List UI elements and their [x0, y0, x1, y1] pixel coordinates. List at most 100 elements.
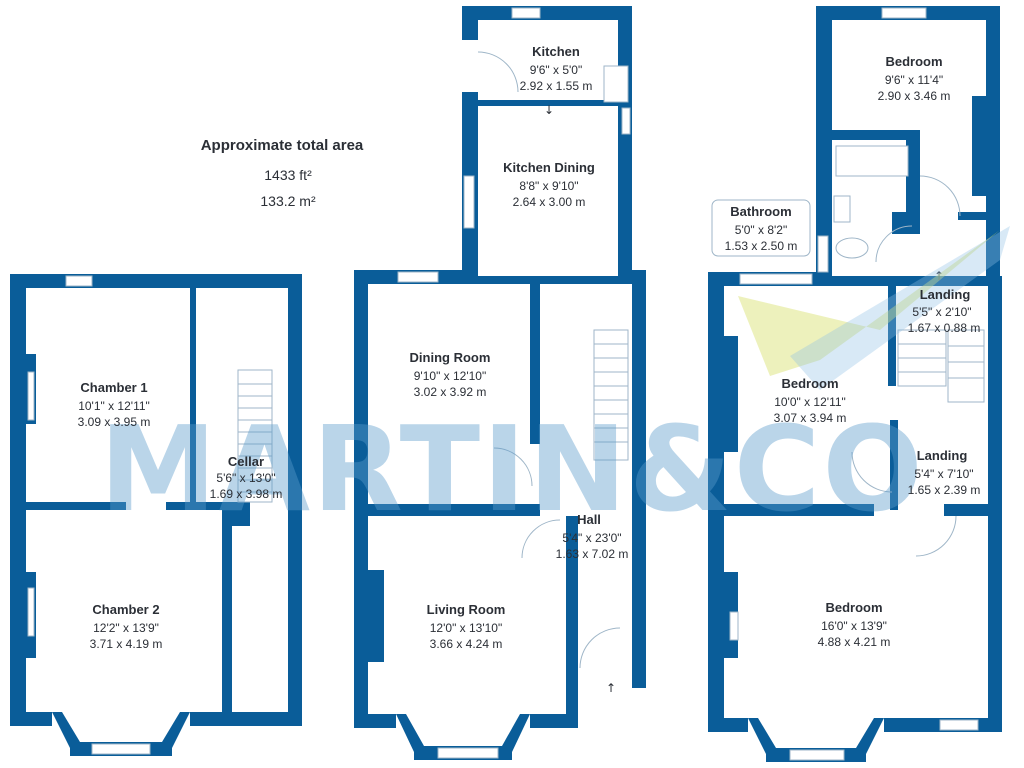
wall — [708, 718, 748, 732]
total-area-ft: 1433 ft² — [264, 167, 312, 183]
wall — [988, 276, 1002, 732]
wall — [724, 504, 874, 516]
first-floor: ↑ — [708, 6, 1010, 762]
wall — [10, 274, 302, 288]
room-label-kitchen-dining: Kitchen Dining 8'8" x 9'10" 2.64 x 3.00 … — [503, 160, 595, 209]
wall — [888, 286, 896, 386]
svg-text:5'0" x 8'2": 5'0" x 8'2" — [735, 223, 787, 237]
svg-text:Bedroom: Bedroom — [781, 376, 838, 391]
svg-text:Chamber 2: Chamber 2 — [92, 602, 159, 617]
window — [463, 175, 475, 229]
wall — [724, 336, 738, 452]
wall — [462, 40, 484, 92]
svg-text:5'5" x 2'10": 5'5" x 2'10" — [912, 305, 971, 319]
svg-text:1.53 x 2.50 m: 1.53 x 2.50 m — [725, 239, 798, 253]
wall — [832, 130, 920, 140]
wall — [892, 212, 920, 234]
door-arc — [875, 225, 913, 263]
arrow-up-icon: ↑ — [934, 269, 944, 283]
svg-text:12'2" x 13'9": 12'2" x 13'9" — [93, 621, 159, 635]
svg-text:4.88 x 4.21 m: 4.88 x 4.21 m — [818, 635, 891, 649]
svg-text:12'0" x 13'10": 12'0" x 13'10" — [430, 621, 503, 635]
door-arc — [493, 447, 533, 487]
svg-text:1.67 x 0.88 m: 1.67 x 0.88 m — [908, 321, 981, 335]
wall — [958, 212, 986, 220]
room-label-dining-room: Dining Room 9'10" x 12'10" 3.02 x 3.92 m — [410, 350, 491, 399]
room-label-cellar: Cellar 5'6" x 13'0" 1.69 x 3.98 m — [210, 454, 283, 501]
wall — [972, 96, 988, 196]
svg-text:3.09 x 3.95 m: 3.09 x 3.95 m — [78, 415, 151, 429]
svg-text:9'6" x 11'4": 9'6" x 11'4" — [885, 73, 943, 87]
wall — [478, 100, 618, 106]
svg-text:1.63 x 7.02 m: 1.63 x 7.02 m — [556, 547, 629, 561]
staircase — [237, 369, 273, 503]
svg-text:Kitchen: Kitchen — [532, 44, 580, 59]
window — [397, 271, 439, 283]
wall — [632, 270, 646, 688]
svg-text:Kitchen Dining: Kitchen Dining — [503, 160, 595, 175]
door-arc — [851, 451, 893, 493]
room-label-kitchen: Kitchen 9'6" x 5'0" 2.92 x 1.55 m — [520, 44, 593, 93]
wall — [890, 420, 898, 510]
wall — [190, 712, 302, 726]
svg-text:9'6" x 5'0": 9'6" x 5'0" — [530, 63, 582, 77]
room-label-landing-upper: Landing 5'5" x 2'10" 1.67 x 0.88 m — [908, 287, 981, 335]
wall — [354, 270, 368, 728]
wall — [190, 288, 196, 502]
room-label-bathroom: Bathroom 5'0" x 8'2" 1.53 x 2.50 m — [711, 199, 811, 257]
basement-floor — [10, 274, 302, 756]
wall — [368, 504, 540, 516]
wall — [530, 284, 540, 444]
wall — [354, 714, 396, 728]
window — [939, 719, 979, 731]
wall — [986, 6, 1000, 284]
bay-wall — [856, 718, 884, 754]
svg-text:1.65 x 2.39 m: 1.65 x 2.39 m — [908, 483, 981, 497]
bay-wall — [502, 714, 530, 752]
svg-text:10'1" x 12'11": 10'1" x 12'11" — [78, 399, 150, 413]
wall — [166, 502, 222, 510]
toilet-icon — [835, 237, 869, 259]
door-arc — [579, 627, 621, 669]
window — [27, 587, 35, 637]
bay-wall — [52, 712, 80, 748]
window — [621, 107, 631, 135]
fireplace — [729, 611, 739, 641]
ground-floor: ↑ ↓ — [354, 6, 646, 760]
window — [817, 235, 829, 273]
svg-text:Landing: Landing — [920, 287, 971, 302]
bay-wall — [162, 712, 190, 748]
door-arc — [521, 519, 561, 559]
window — [437, 747, 499, 759]
bath-icon — [835, 145, 909, 177]
svg-text:5'6" x 13'0": 5'6" x 13'0" — [216, 471, 275, 485]
wall — [478, 276, 632, 284]
wall — [818, 276, 988, 286]
door-arc — [919, 175, 961, 217]
svg-text:Bathroom: Bathroom — [730, 204, 791, 219]
svg-text:1.69 x 3.98 m: 1.69 x 3.98 m — [210, 487, 283, 501]
svg-text:8'8" x 9'10": 8'8" x 9'10" — [519, 179, 578, 193]
basin-icon — [833, 195, 851, 223]
wall — [10, 274, 26, 712]
svg-text:Cellar: Cellar — [228, 454, 264, 469]
svg-text:5'4" x 23'0": 5'4" x 23'0" — [562, 531, 621, 545]
room-label-hall: Hall 5'4" x 23'0" 1.63 x 7.02 m — [556, 512, 629, 561]
svg-text:2.64 x 3.00 m: 2.64 x 3.00 m — [513, 195, 586, 209]
room-label-chamber-2: Chamber 2 12'2" x 13'9" 3.71 x 4.19 m — [90, 602, 163, 651]
svg-text:Living Room: Living Room — [427, 602, 506, 617]
svg-text:2.92 x 1.55 m: 2.92 x 1.55 m — [520, 79, 593, 93]
room-label-bedroom-rear: Bedroom 9'6" x 11'4" 2.90 x 3.46 m — [878, 54, 951, 103]
window — [881, 7, 927, 19]
svg-text:Bedroom: Bedroom — [885, 54, 942, 69]
watermark: MARTIN&CO — [99, 400, 924, 538]
room-label-bedroom-front: Bedroom 16'0" x 13'9" 4.88 x 4.21 m — [818, 600, 891, 649]
door-arc — [477, 51, 519, 93]
svg-text:2.90 x 3.46 m: 2.90 x 3.46 m — [878, 89, 951, 103]
bathroom-label-box — [711, 199, 811, 257]
wall — [26, 502, 126, 510]
svg-text:5'4" x 7'10": 5'4" x 7'10" — [914, 467, 973, 481]
staircase — [593, 329, 629, 461]
svg-text:Landing: Landing — [917, 448, 968, 463]
